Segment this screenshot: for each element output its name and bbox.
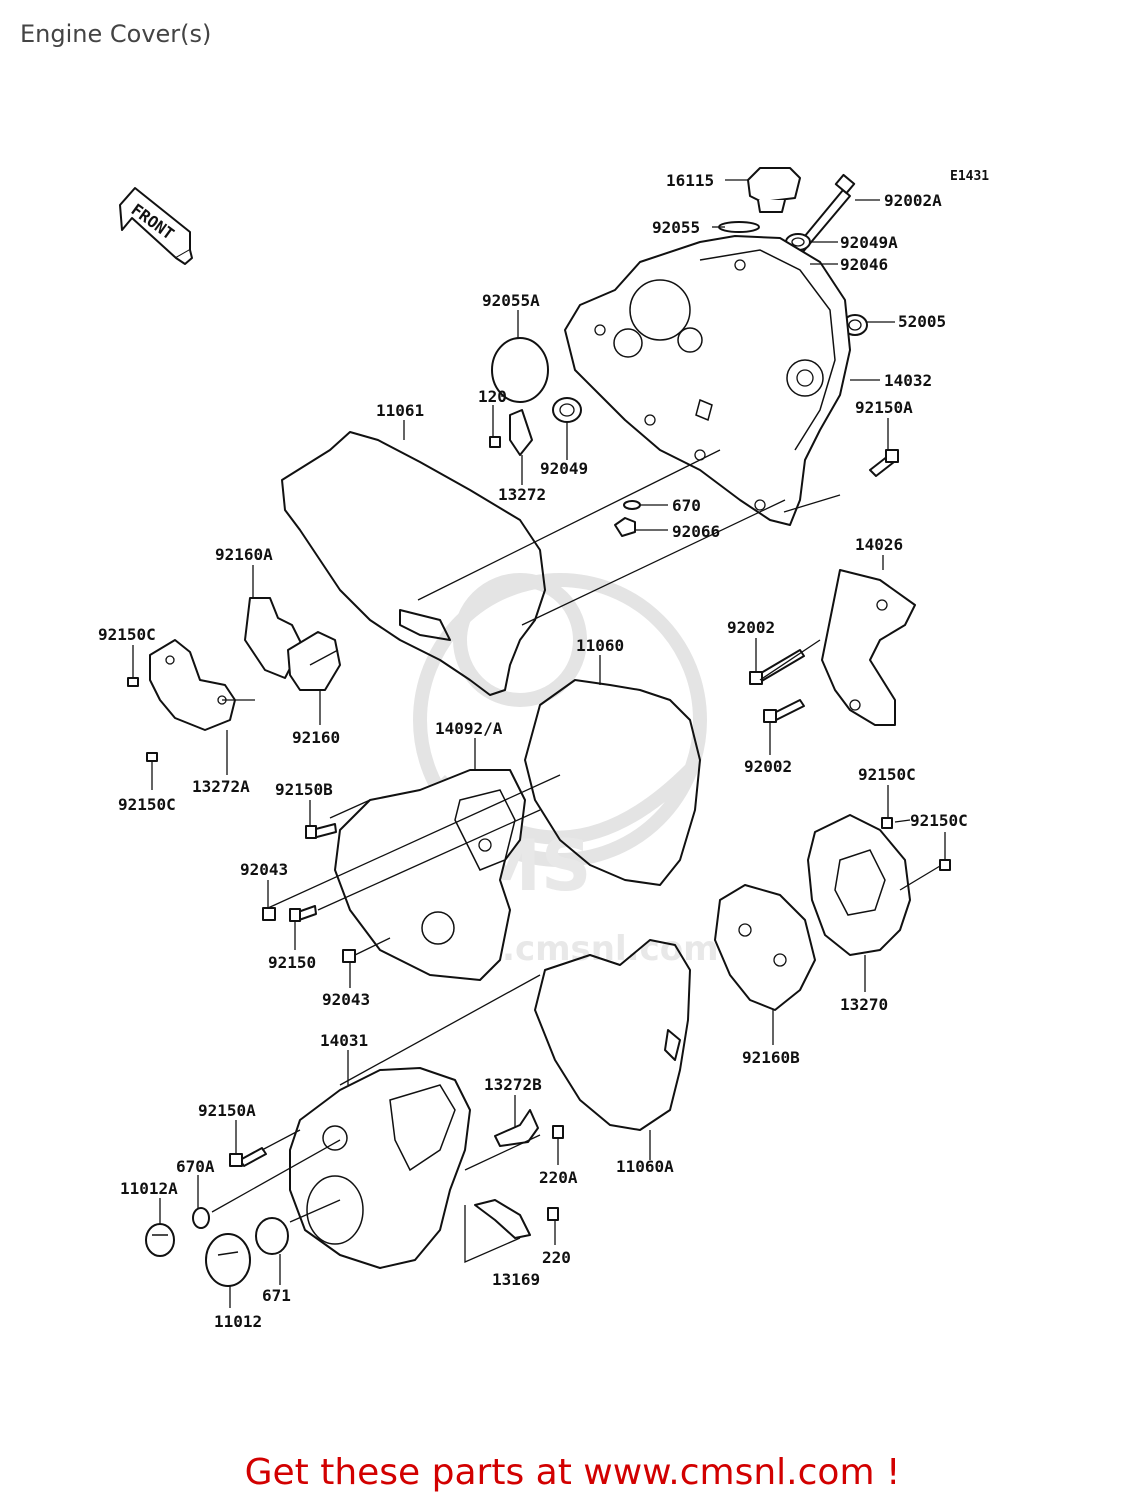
seal-hole xyxy=(559,403,575,417)
bolt-92150c-left2 xyxy=(146,752,158,762)
page-title: Engine Cover(s) xyxy=(20,20,212,48)
part-label: 220 xyxy=(542,1248,571,1267)
part-label: 92160B xyxy=(742,1048,800,1067)
part-label: 92150C xyxy=(98,625,156,644)
cover-boss xyxy=(421,911,455,945)
part-label: 92160 xyxy=(292,728,340,747)
damper-92160 xyxy=(287,631,341,691)
part-label: 92150 xyxy=(268,953,316,972)
bolt-92150b xyxy=(305,823,337,839)
part-label: 11060A xyxy=(616,1157,674,1176)
o-ring-large xyxy=(491,337,549,403)
part-label: 11061 xyxy=(376,401,424,420)
drain-plug xyxy=(614,517,636,537)
gasket-11061 xyxy=(281,431,546,696)
cover-inner xyxy=(454,789,516,871)
cover-hole xyxy=(849,699,861,711)
cover-opening-small xyxy=(322,1125,348,1151)
dowel-pin-92043-a xyxy=(262,907,276,921)
bolt-92150c-left xyxy=(127,677,139,687)
cover-hole xyxy=(876,599,888,611)
gasket-11060 xyxy=(524,679,701,886)
part-label: 92150B xyxy=(275,780,333,799)
gasket-11060a xyxy=(534,939,691,1131)
part-label: 92049 xyxy=(540,459,588,478)
o-ring-670 xyxy=(623,500,641,510)
damper-hole xyxy=(738,923,752,937)
part-label: 670 xyxy=(672,496,701,515)
front-arrow-marker: FRONT xyxy=(119,187,193,265)
cap-11012 xyxy=(205,1233,251,1287)
screw-220a xyxy=(552,1125,564,1139)
bolt-92002-a xyxy=(749,649,805,685)
plate-13272a xyxy=(149,639,236,731)
bolt-92002-b xyxy=(763,699,805,723)
part-label: 14026 xyxy=(855,535,903,554)
cta-link[interactable]: Get these parts at www.cmsnl.com ! xyxy=(244,1452,901,1493)
part-label: 14032 xyxy=(884,371,932,390)
part-label: 92150C xyxy=(910,811,968,830)
part-label: 670A xyxy=(176,1157,215,1176)
part-label: 11012 xyxy=(214,1312,262,1331)
part-label: 14031 xyxy=(320,1031,368,1050)
part-label: 92046 xyxy=(840,255,888,274)
o-ring-671 xyxy=(255,1217,289,1255)
part-label: 13272 xyxy=(498,485,546,504)
part-label: 13169 xyxy=(492,1270,540,1289)
bolt-92150a-top xyxy=(869,449,899,477)
gasket-cutout xyxy=(399,609,451,641)
part-label: 92160A xyxy=(215,545,273,564)
part-label: 92150C xyxy=(858,765,916,784)
part-label: 92049A xyxy=(840,233,898,252)
cover-opening xyxy=(306,1175,364,1245)
part-label: 92055 xyxy=(652,218,700,237)
dowel-pin-92043-b xyxy=(342,949,356,963)
part-label: 92043 xyxy=(240,860,288,879)
cover-hole xyxy=(478,838,492,852)
part-label: 92150A xyxy=(855,398,913,417)
part-label: 14092/A xyxy=(435,719,503,738)
diagram-code: E1431 xyxy=(950,169,989,184)
leader-lines xyxy=(132,179,946,1308)
damper-hole xyxy=(773,953,787,967)
part-label: 92002 xyxy=(744,757,792,776)
plate-inner xyxy=(834,849,886,916)
part-label: 92055A xyxy=(482,291,540,310)
gasket-cutout xyxy=(664,1029,681,1061)
screw-120 xyxy=(489,436,501,448)
part-label: 52005 xyxy=(898,312,946,331)
bracket-13169 xyxy=(474,1199,531,1239)
cap-11012a xyxy=(145,1223,175,1257)
part-label: 92002 xyxy=(727,618,775,637)
sprocket-cover xyxy=(821,569,916,726)
part-label: 11060 xyxy=(576,636,624,655)
part-label: 13272B xyxy=(484,1075,542,1094)
o-ring-670a xyxy=(192,1207,210,1229)
clutch-cover xyxy=(564,235,851,526)
plate-13272b xyxy=(494,1109,539,1147)
part-labels: 16115 92002A 92055 92049A 92046 52005 14… xyxy=(98,171,968,1331)
plate-13272 xyxy=(509,409,533,456)
part-label: 13272A xyxy=(192,777,250,796)
part-label: 92150C xyxy=(118,795,176,814)
cover-rib xyxy=(389,1084,456,1172)
part-label: 92043 xyxy=(322,990,370,1009)
part-label: 220A xyxy=(539,1168,578,1187)
part-label: 92150A xyxy=(198,1101,256,1120)
part-label: 92066 xyxy=(672,522,720,541)
part-label: 120 xyxy=(478,387,507,406)
part-label: 671 xyxy=(262,1286,291,1305)
part-label: 92002A xyxy=(884,191,942,210)
part-label: 13270 xyxy=(840,995,888,1014)
bolt-92150c-r2 xyxy=(939,859,951,871)
screw-220 xyxy=(547,1207,559,1221)
damper-92160b xyxy=(714,884,816,1011)
oil-filler-cap xyxy=(747,167,801,213)
part-label: 11012A xyxy=(120,1179,178,1198)
plate-hole xyxy=(165,655,175,665)
bolt-92150 xyxy=(289,905,317,922)
part-label: 16115 xyxy=(666,171,714,190)
bolt-92150c-r1 xyxy=(881,817,893,829)
